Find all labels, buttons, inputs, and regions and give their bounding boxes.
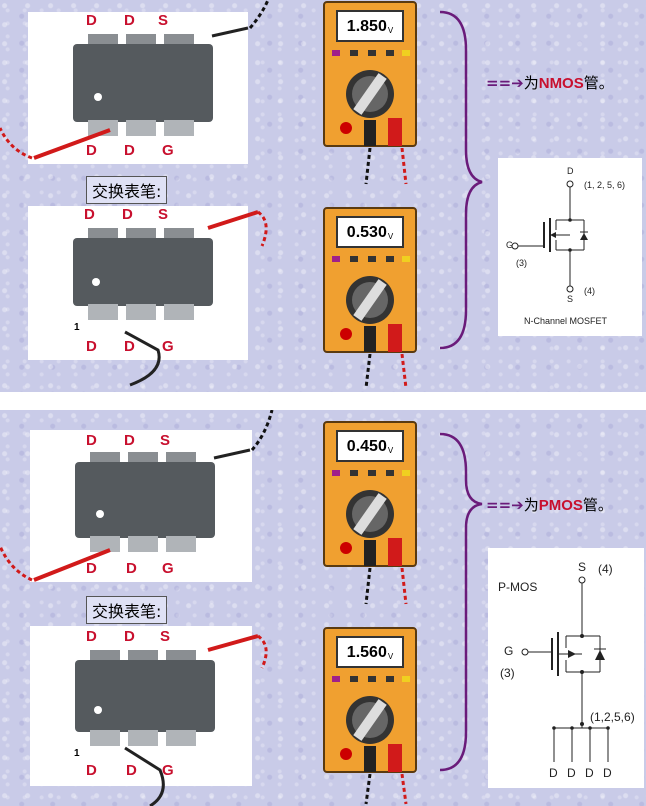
- drain-letter: D: [567, 766, 576, 780]
- reading-unit: V: [387, 446, 394, 455]
- gate-pin: (3): [500, 666, 515, 680]
- panel-separator: [0, 392, 646, 410]
- pin-label: S: [160, 628, 171, 645]
- source-pin: (4): [584, 286, 595, 296]
- reading-value: 1.560: [346, 644, 387, 661]
- swap-probes-label: 交换表笔:: [86, 176, 168, 204]
- pin-label: S: [160, 432, 171, 449]
- pin-label: D: [84, 206, 95, 223]
- symbol-title: P-MOS: [498, 580, 538, 594]
- probe-wires: [0, 410, 274, 806]
- pin1-marker: 1: [74, 748, 80, 759]
- pin-label: D: [124, 12, 135, 29]
- gate-letter: G: [506, 240, 514, 250]
- result-text-nmos: ==➔为NMOS管。: [486, 72, 614, 93]
- pin-label: D: [86, 560, 97, 577]
- result-bracket: [439, 432, 483, 772]
- nmos-symbol: [511, 180, 588, 293]
- chip-photo-1: D D S D D G: [28, 12, 248, 164]
- chip-photo-4: D D S 1 D D G: [30, 626, 252, 786]
- chip-illustration: [73, 228, 213, 320]
- pin-label: D: [126, 560, 137, 577]
- gate-pin: (3): [516, 258, 527, 268]
- result-prefix: 为: [523, 496, 539, 514]
- drain-letter: D: [603, 766, 612, 780]
- result-arrow: ==➔: [486, 74, 524, 92]
- result-text-pmos: ==➔为PMOS管。: [486, 494, 613, 515]
- result-type: NMOS: [538, 75, 584, 92]
- drain-letter: D: [549, 766, 558, 780]
- pin-label: S: [158, 206, 169, 223]
- pin-label: D: [86, 12, 97, 29]
- pin-label: D: [124, 432, 135, 449]
- result-arrow: ==➔: [486, 496, 524, 514]
- result-suffix: 管。: [583, 74, 614, 92]
- result-type: PMOS: [538, 497, 583, 514]
- chip-illustration: [75, 452, 215, 552]
- meter-1-leads: [364, 148, 408, 185]
- pin-label: D: [124, 628, 135, 645]
- pin-label: S: [158, 12, 169, 29]
- pin-label: D: [86, 628, 97, 645]
- result-prefix: 为: [523, 74, 539, 92]
- chip-illustration: [75, 650, 215, 746]
- nmos-symbol-box: D (1, 2, 5, 6) G (3) (4) S N-Channel MOS…: [498, 158, 642, 336]
- pin-label: D: [86, 338, 97, 355]
- pmos-symbol: [521, 576, 610, 762]
- drain-letter: D: [585, 766, 594, 780]
- pin-label: G: [162, 762, 174, 779]
- meter-2-leads: [364, 354, 408, 389]
- pin-label: D: [126, 762, 137, 779]
- drain-pins: (1,2,5,6): [590, 710, 635, 724]
- pin-label: D: [86, 142, 97, 159]
- reading-unit: V: [387, 232, 394, 241]
- pin-label: D: [86, 762, 97, 779]
- source-pin: (4): [598, 562, 613, 576]
- chip-photo-2: D D S 1 D D G: [28, 206, 248, 360]
- pin-label: G: [162, 338, 174, 355]
- drain-letter: D: [567, 166, 574, 176]
- probe-wires: [0, 0, 270, 387]
- drain-pins: (1, 2, 5, 6): [584, 180, 626, 190]
- nmos-panel: D D S D D G 交换表笔: D D S 1 D D G: [0, 0, 646, 392]
- reading-unit: V: [387, 652, 394, 661]
- chip-illustration: [73, 34, 213, 136]
- pmos-panel: D D S D D G 交换表笔: D D S 1 D D G: [0, 410, 646, 806]
- pin-label: D: [86, 432, 97, 449]
- meter-4-leads: [364, 774, 408, 805]
- symbol-caption: N-Channel MOSFET: [524, 316, 608, 326]
- reading-value: 1.850: [346, 18, 387, 35]
- source-letter: S: [578, 560, 587, 574]
- pin-label: D: [122, 206, 133, 223]
- result-suffix: 管。: [582, 496, 613, 514]
- swap-probes-label: 交换表笔:: [86, 596, 168, 624]
- pin-label: G: [162, 142, 174, 159]
- pin-label: D: [124, 338, 135, 355]
- pin-label: G: [162, 560, 174, 577]
- reading-value: 0.530: [346, 224, 387, 241]
- meter-3-leads: [364, 568, 408, 605]
- source-letter: S: [567, 294, 574, 304]
- pin-label: D: [124, 142, 135, 159]
- result-bracket: [439, 10, 483, 350]
- pmos-symbol-box: P-MOS S (4) G (3) (1,2,5,6) D D D D: [488, 548, 644, 788]
- reading-unit: V: [387, 26, 394, 35]
- pin1-marker: 1: [74, 322, 80, 333]
- gate-letter: G: [504, 644, 514, 658]
- chip-photo-3: D D S D D G: [30, 430, 252, 582]
- reading-value: 0.450: [346, 438, 387, 455]
